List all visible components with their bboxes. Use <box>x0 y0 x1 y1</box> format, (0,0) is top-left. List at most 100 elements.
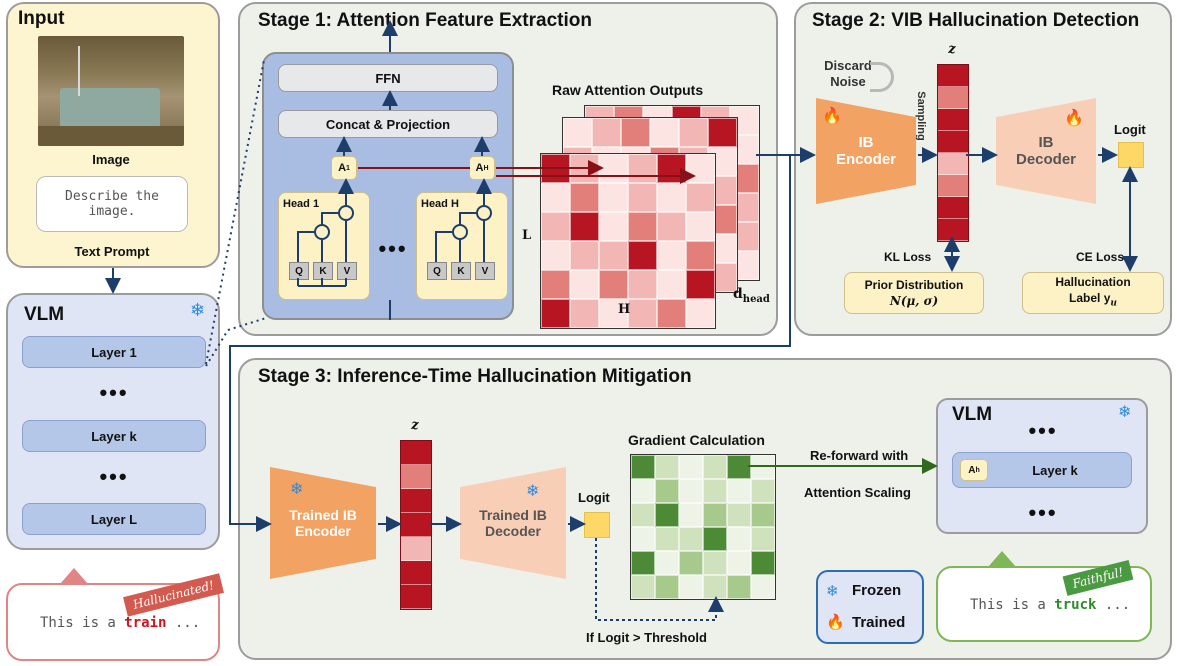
gradient-cell <box>727 575 751 599</box>
gradient-cell <box>703 527 727 551</box>
right-bubble-tail <box>988 551 1016 567</box>
axis-d-label: dhead <box>733 286 770 305</box>
ib-decoder: IB Decoder <box>996 98 1096 204</box>
threshold-condition: If Logit > Threshold <box>586 630 707 645</box>
head-h-q: Q <box>427 262 447 280</box>
stage3-title: Stage 3: Inference-Time Hallucination Mi… <box>258 366 692 387</box>
vlm-dots-1: ••• <box>99 380 129 405</box>
ib-encoder: IB Encoder <box>816 98 916 204</box>
trained-encoder-label: Trained IB Encoder <box>289 507 357 539</box>
tensor-cube <box>540 105 770 329</box>
tensor-cell <box>686 241 715 270</box>
latent-cell <box>938 109 968 131</box>
hallucinated-word: train <box>124 615 167 631</box>
gradient-cell <box>727 503 751 527</box>
snowflake-icon: ❄ <box>190 300 206 320</box>
tensor-cell <box>541 183 570 212</box>
vlm-title: VLM <box>24 304 65 325</box>
prior-title: Prior Distribution <box>864 278 964 292</box>
gradient-cell <box>679 551 703 575</box>
gradient-cell <box>703 551 727 575</box>
tensor-cell <box>628 212 657 241</box>
gradient-cell <box>631 479 655 503</box>
snowflake-icon: ❄ <box>826 583 839 600</box>
vlm-inner-dots-bottom: ••• <box>1028 500 1058 525</box>
stage2-z-label: z <box>948 42 956 57</box>
snowflake-icon: ❄ <box>1118 404 1132 421</box>
vlm-layer-k: Layer k <box>22 420 206 452</box>
tensor-front-layer <box>540 153 716 329</box>
label-title: Hallucination <box>1055 275 1131 290</box>
stage2-title: Stage 2: VIB Hallucination Detection <box>812 10 1140 31</box>
prompt-box: Describe the image. <box>36 176 188 232</box>
truck-picture <box>60 88 160 128</box>
gradient-cell <box>703 503 727 527</box>
tensor-cell <box>570 241 599 270</box>
head-h-block <box>416 192 508 300</box>
latent-cell <box>938 175 968 197</box>
vlm-layer-l: Layer L <box>22 503 206 535</box>
faithful-word: truck <box>1054 597 1097 613</box>
tensor-cell <box>657 212 686 241</box>
gradient-cell <box>679 503 703 527</box>
axis-h-label: H <box>618 302 631 317</box>
gradient-cell <box>751 503 775 527</box>
kl-loss-label: KL Loss <box>884 250 932 264</box>
prompt-text: Describe the image. <box>65 189 159 219</box>
tensor-cell <box>657 183 686 212</box>
gradient-cell <box>727 527 751 551</box>
tensor-cell <box>628 299 657 328</box>
gradient-cell <box>679 479 703 503</box>
tensor-cell <box>628 270 657 299</box>
tensor-cell <box>541 241 570 270</box>
gradient-cell <box>631 575 655 599</box>
tensor-cell <box>592 118 621 147</box>
ce-loss-label: CE Loss <box>1076 250 1125 264</box>
tensor-cell <box>708 118 737 147</box>
gradient-cell <box>727 455 751 479</box>
head-h-k: K <box>451 262 471 280</box>
gradient-cell <box>703 455 727 479</box>
head-h-v: V <box>475 262 495 280</box>
latent-cell <box>401 441 431 465</box>
stage2-logit-label: Logit <box>1114 122 1146 137</box>
tensor-cell <box>628 154 657 183</box>
latent-cell <box>938 131 968 153</box>
vlm-dots-2: ••• <box>99 464 129 489</box>
gradient-cell <box>727 551 751 575</box>
tensor-cell <box>657 299 686 328</box>
gradient-cell <box>703 479 727 503</box>
gradient-cell <box>679 527 703 551</box>
discard-arrow-icon <box>870 62 894 92</box>
gradient-cell <box>655 479 679 503</box>
latent-cell <box>401 585 431 609</box>
tensor-cell <box>686 183 715 212</box>
gradient-cell <box>751 551 775 575</box>
gradient-cell <box>655 575 679 599</box>
head-1-label: Head 1 <box>283 198 320 210</box>
latent-cell <box>401 513 431 537</box>
ib-decoder-label: IB Decoder <box>1016 134 1077 168</box>
fire-icon: 🔥 <box>826 614 845 631</box>
tensor-cell <box>599 299 628 328</box>
stage3-logit-label: Logit <box>578 490 610 505</box>
tensor-cell <box>679 118 708 147</box>
image-label: Image <box>92 152 130 167</box>
tensor-cell <box>621 118 650 147</box>
input-title: Input <box>18 8 65 29</box>
tensor-cell <box>570 299 599 328</box>
latent-cell <box>938 197 968 219</box>
fire-icon: 🔥 <box>822 108 842 125</box>
attention-scaling-label: Attention Scaling <box>804 485 911 500</box>
gradient-cell <box>679 575 703 599</box>
head-1-q: Q <box>289 262 309 280</box>
tensor-cell <box>686 270 715 299</box>
gradient-cell <box>727 479 751 503</box>
tensor-cell <box>657 241 686 270</box>
raw-attention-title: Raw Attention Outputs <box>552 82 704 98</box>
latent-cell <box>401 465 431 489</box>
latent-cell <box>938 65 968 87</box>
tensor-cell <box>599 241 628 270</box>
snowflake-icon: ❄ <box>290 481 304 498</box>
input-image <box>38 36 184 146</box>
